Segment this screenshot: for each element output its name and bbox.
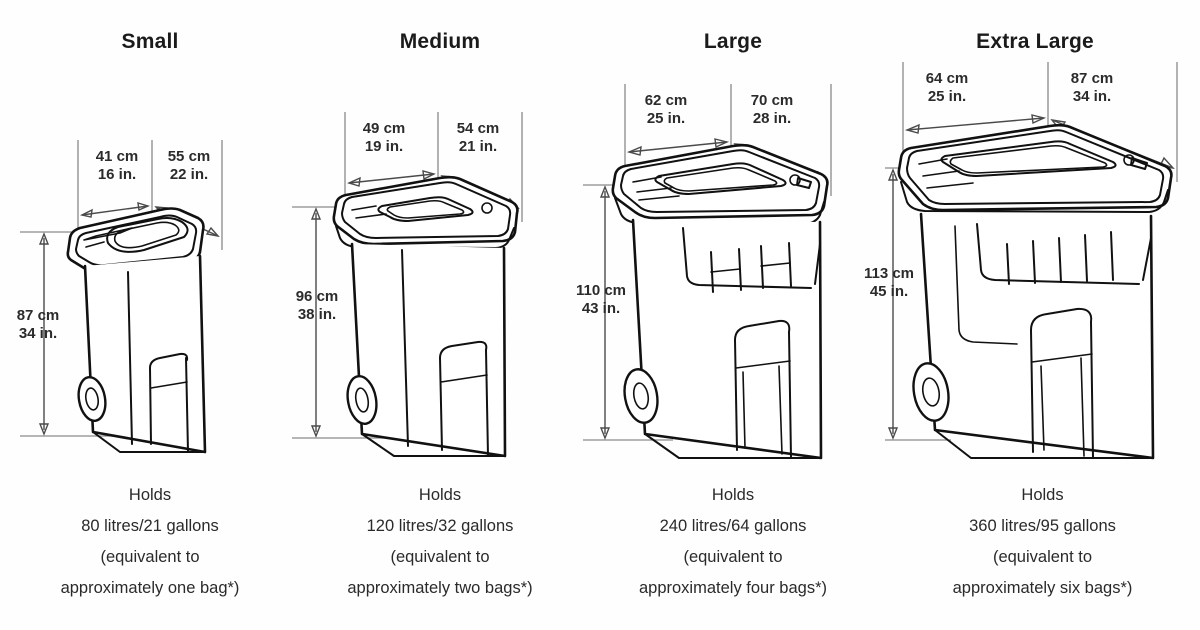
caption-line-capacity: 360 litres/95 gallons: [969, 517, 1116, 535]
caption-line-bags: approximately six bags*): [952, 579, 1133, 597]
bin-column-large: Large: [576, 0, 883, 630]
bin-caption-medium: Holds 120 litres/32 gallons (equivalent …: [290, 480, 590, 604]
bin-column-extra-large: Extra Large: [864, 0, 1185, 630]
caption-line-capacity: 120 litres/32 gallons: [366, 517, 514, 535]
caption-line-bags: approximately one bag*): [60, 579, 240, 597]
caption-line-equivalent: (equivalent to: [100, 548, 200, 566]
caption-line-holds: Holds: [418, 486, 462, 504]
bin-column-small: Small: [0, 0, 300, 630]
bin-heading-small: Small: [121, 30, 179, 53]
dimension-height-extra-large: 113 cm 45 in.: [863, 265, 915, 300]
caption-line-equivalent: (equivalent to: [390, 548, 490, 566]
bin-heading-large: Large: [703, 30, 763, 53]
dimension-width-extra-large: 64 cm 25 in.: [925, 70, 969, 105]
caption-line-bags: approximately four bags*): [638, 579, 827, 597]
bin-caption-extra-large: Holds 360 litres/95 gallons (equivalent …: [885, 480, 1200, 604]
dimension-depth-large: 70 cm 28 in.: [750, 92, 794, 127]
caption-line-capacity: 240 litres/64 gallons: [659, 517, 807, 535]
caption-line-equivalent: (equivalent to: [683, 548, 783, 566]
bin-illustration-medium: [290, 0, 590, 470]
bin-column-medium: Medium: [290, 0, 590, 630]
caption-line-equivalent: (equivalent to: [992, 548, 1093, 566]
bin-heading-medium: Medium: [399, 30, 481, 53]
dimension-depth-extra-large: 87 cm 34 in.: [1070, 70, 1114, 105]
caption-line-holds: Holds: [711, 486, 755, 504]
caption-line-holds: Holds: [128, 486, 172, 504]
dimension-width-small: 41 cm 16 in.: [95, 148, 139, 183]
caption-line-bags: approximately two bags*): [347, 579, 533, 597]
bin-heading-extra-large: Extra Large: [976, 30, 1094, 53]
bin-illustration-extra-large: [885, 0, 1185, 470]
dimension-height-large: 110 cm 43 in.: [575, 282, 627, 317]
bin-caption-small: Holds 80 litres/21 gallons (equivalent t…: [0, 480, 300, 604]
dimension-height-small: 87 cm 34 in.: [16, 307, 60, 342]
caption-line-capacity: 80 litres/21 gallons: [81, 517, 219, 535]
caption-line-holds: Holds: [1021, 486, 1064, 504]
dimension-width-medium: 49 cm 19 in.: [362, 120, 406, 155]
dimension-depth-medium: 54 cm 21 in.: [456, 120, 500, 155]
bin-illustration-large: [583, 0, 883, 470]
bin-illustration-small: [0, 0, 300, 470]
dimension-width-large: 62 cm 25 in.: [644, 92, 688, 127]
dimension-height-medium: 96 cm 38 in.: [295, 288, 339, 323]
dimension-depth-small: 55 cm 22 in.: [167, 148, 211, 183]
bin-caption-large: Holds 240 litres/64 gallons (equivalent …: [583, 480, 883, 604]
